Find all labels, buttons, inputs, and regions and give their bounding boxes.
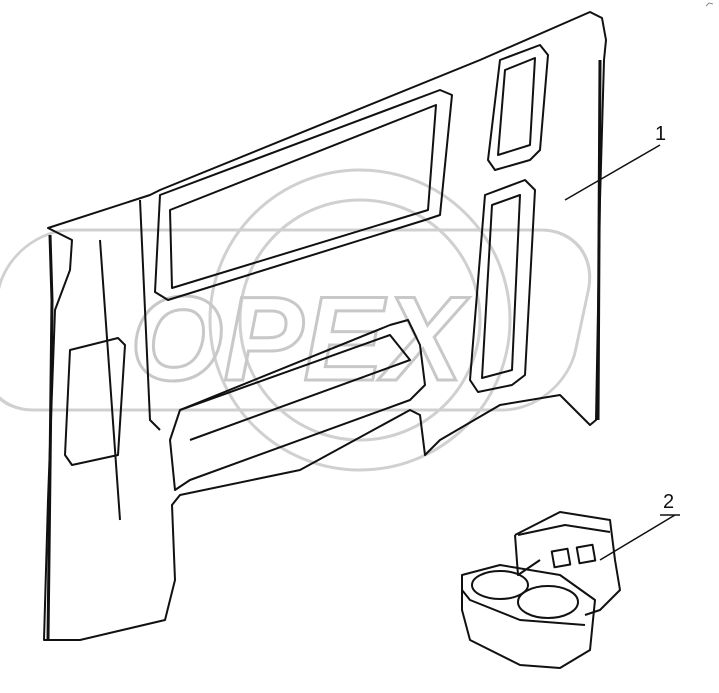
gear-watermark-icon <box>208 168 512 472</box>
callout-label: 2 <box>663 491 674 513</box>
callout-1: 1 <box>564 123 666 201</box>
switch-icon <box>550 547 572 569</box>
callout-2: 2 <box>599 491 680 561</box>
side-trim-panel <box>43 11 607 641</box>
watermark-frame <box>0 228 592 412</box>
cup-holder-console <box>461 511 621 669</box>
watermark-text: OPEX <box>130 272 470 406</box>
corner-mark <box>705 2 714 7</box>
callout-label: 1 <box>655 123 666 145</box>
watermark: OPEX <box>0 168 592 472</box>
switch-icon <box>575 543 597 565</box>
